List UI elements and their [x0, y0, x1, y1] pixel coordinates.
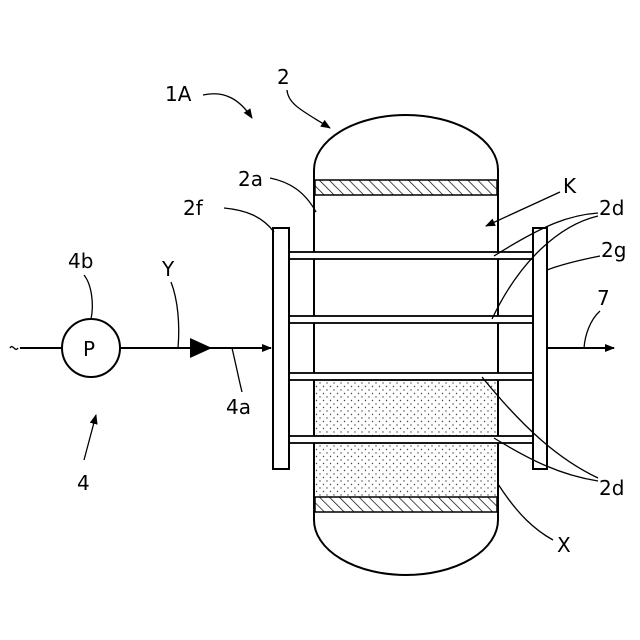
lower-partition: [315, 497, 497, 512]
left-plate: [273, 228, 289, 469]
pump-symbol: P: [83, 337, 95, 361]
rod-3: [289, 373, 533, 380]
rod-2: [289, 316, 533, 323]
supply-line: [10, 319, 271, 377]
rod-1: [289, 252, 533, 259]
label-k: K: [563, 174, 577, 198]
upper-partition: [315, 180, 497, 195]
label-2g: 2g: [601, 238, 626, 262]
label-y: Y: [161, 257, 175, 281]
right-plate: [533, 228, 547, 469]
label-2d-lower: 2d: [599, 476, 624, 500]
label-2f: 2f: [183, 196, 204, 220]
label-2: 2: [277, 65, 290, 89]
label-2d-upper: 2d: [599, 196, 624, 220]
label-7: 7: [597, 286, 610, 310]
label-4a: 4a: [226, 395, 251, 419]
flow-arrow-icon: [190, 338, 212, 358]
label-4b: 4b: [68, 249, 93, 273]
label-1a: 1A: [165, 82, 192, 106]
label-4: 4: [77, 471, 90, 495]
label-2a: 2a: [238, 167, 263, 191]
label-x: X: [557, 533, 571, 557]
